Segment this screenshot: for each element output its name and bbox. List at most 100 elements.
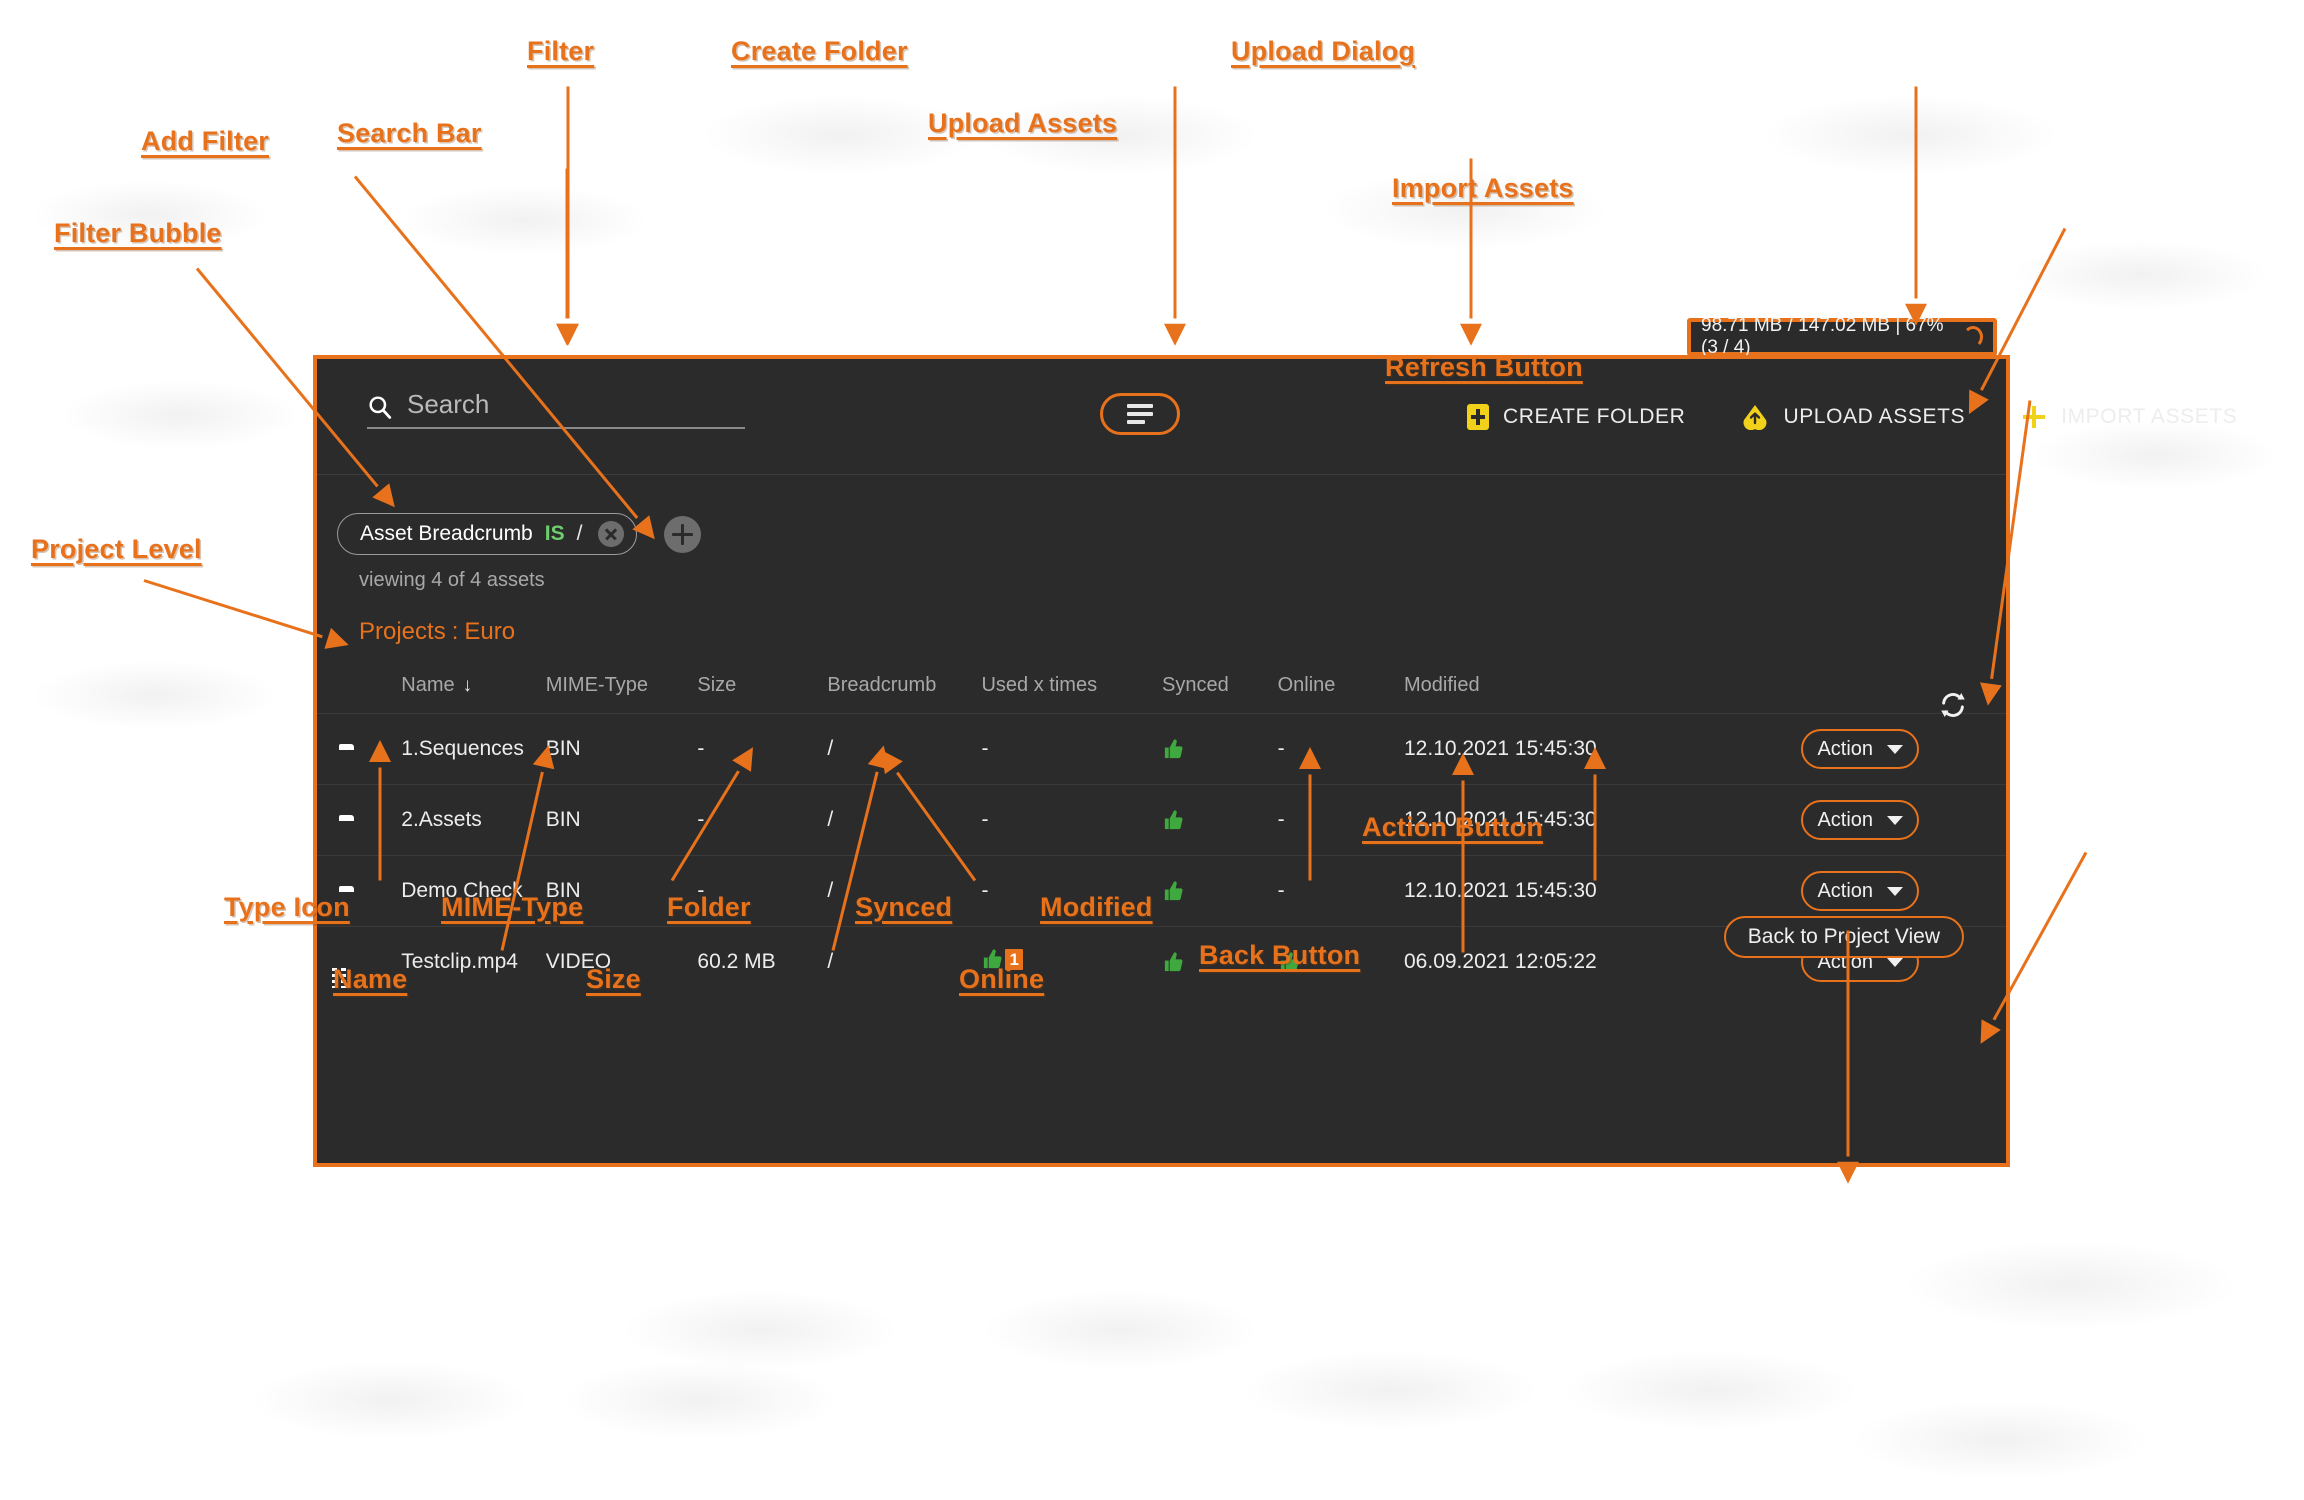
row-type-icon xyxy=(317,926,402,998)
back-to-project-view-button[interactable]: Back to Project View xyxy=(1723,915,1964,958)
bg-blob xyxy=(1760,95,2060,175)
row-size: 60.2 MB xyxy=(697,926,828,998)
upload-progress-text: 98.71 MB / 147.02 MB | 67% (3 / 4) xyxy=(1701,315,1944,358)
filter-bubble-value: / xyxy=(576,522,583,545)
create-folder-button[interactable]: CREATE FOLDER xyxy=(1467,404,1685,430)
back-button-label: Back to Project View xyxy=(1747,924,1940,948)
annotation-type-icon: Type Icon xyxy=(224,892,350,922)
import-assets-label: IMPORT ASSETS xyxy=(2061,405,2238,428)
row-action-cell: Action xyxy=(1801,713,2006,785)
row-breadcrumb: / xyxy=(827,713,982,785)
plus-icon xyxy=(2021,404,2047,430)
synced-indicator xyxy=(1162,737,1185,760)
thumbs-up-icon xyxy=(1164,952,1183,972)
col-size[interactable]: Size xyxy=(697,674,737,696)
action-button-label: Action xyxy=(1817,879,1874,902)
col-modified[interactable]: Modified xyxy=(1404,674,1480,696)
chevron-down-icon xyxy=(1887,886,1904,896)
folder-plus-icon xyxy=(1467,404,1489,430)
used-value: - xyxy=(981,808,989,831)
row-modified: 12.10.2021 15:45:30 xyxy=(1404,784,1802,856)
refresh-icon[interactable] xyxy=(1938,690,1968,720)
search-bar[interactable] xyxy=(367,389,745,429)
thumbs-up-icon xyxy=(1164,881,1183,901)
row-synced xyxy=(1162,784,1278,856)
used-count-badge: 1 xyxy=(1005,948,1023,970)
online-indicator xyxy=(1278,950,1301,973)
row-type-icon xyxy=(317,784,402,856)
upload-progress-dialog[interactable]: 98.71 MB / 147.02 MB | 67% (3 / 4) xyxy=(1687,315,1997,358)
annotation-arrowhead xyxy=(556,323,578,346)
viewing-count: viewing 4 of 4 assets xyxy=(359,569,545,591)
breadcrumb-current[interactable]: Euro xyxy=(464,618,516,645)
annotation-upload-dialog: Upload Dialog xyxy=(1231,36,1416,66)
action-button-label: Action xyxy=(1817,808,1874,831)
bg-blob xyxy=(2010,240,2270,310)
sort-desc-icon: ↓ xyxy=(462,675,473,696)
annotation-import-assets: Import Assets xyxy=(1392,173,1574,203)
col-used-x-times[interactable]: Used x times xyxy=(981,674,1098,696)
action-button[interactable]: Action xyxy=(1801,800,1920,840)
action-button[interactable]: Action xyxy=(1801,871,1920,911)
action-button[interactable]: Action xyxy=(1801,729,1920,769)
row-name[interactable]: Testclip.mp4 xyxy=(401,926,546,998)
filter-bubble[interactable]: Asset Breadcrumb IS / xyxy=(337,513,638,555)
row-online xyxy=(1277,926,1404,998)
row-synced xyxy=(1162,855,1278,927)
close-circle-icon[interactable] xyxy=(598,521,625,547)
row-mime-type: BIN xyxy=(545,713,698,785)
row-mime-type: VIDEO xyxy=(545,926,698,998)
row-type-icon xyxy=(317,713,402,785)
annotation-filter: Filter xyxy=(527,36,595,66)
row-online: - xyxy=(1277,855,1404,927)
breadcrumb[interactable]: Projects:Euro xyxy=(359,618,2006,646)
table-area: Name↓ MIME-Type Size Breadcrumb Used x t… xyxy=(317,664,2006,998)
annotation-leader-line xyxy=(566,86,570,318)
import-assets-button[interactable]: IMPORT ASSETS xyxy=(2021,404,2237,430)
row-name[interactable]: 1.Sequences xyxy=(401,713,546,785)
col-synced[interactable]: Synced xyxy=(1162,674,1229,696)
chevron-down-icon xyxy=(1887,744,1904,754)
annotation-leader-line xyxy=(1914,86,1918,298)
table-header-row: Name↓ MIME-Type Size Breadcrumb Used x t… xyxy=(317,664,2006,714)
used-value: - xyxy=(981,737,989,760)
filter-row: Asset Breadcrumb IS / viewing 4 of 4 ass… xyxy=(317,475,2006,646)
online-value: - xyxy=(1277,879,1285,902)
thumbs-up-icon xyxy=(1164,810,1183,830)
annotation-back-button: Back Button xyxy=(1199,940,1361,970)
breadcrumb-root[interactable]: Projects xyxy=(359,618,446,645)
upload-assets-button[interactable]: UPLOAD ASSETS xyxy=(1741,404,1965,430)
annotation-filter-bubble: Filter Bubble xyxy=(54,218,222,248)
annotation-name: Name xyxy=(333,964,408,994)
row-online: - xyxy=(1277,784,1404,856)
bg-blob xyxy=(60,380,300,450)
col-name[interactable]: Name↓ xyxy=(401,674,473,696)
toolbar-actions: CREATE FOLDER UPLOAD ASSETS IMPORT ASSET… xyxy=(1467,359,2293,475)
filter-bubble-field: Asset Breadcrumb xyxy=(360,522,533,545)
filter-button[interactable] xyxy=(1100,393,1180,435)
col-online[interactable]: Online xyxy=(1277,674,1336,696)
bg-blob xyxy=(560,1360,840,1440)
cloud-upload-icon xyxy=(1743,405,1767,430)
annotation-folder: Folder xyxy=(667,892,751,922)
col-mime-type[interactable]: MIME-Type xyxy=(545,674,648,696)
annotation-mime-type: MIME-Type xyxy=(441,892,584,922)
bg-blob xyxy=(400,185,650,255)
annotation-modified: Modified xyxy=(1040,892,1153,922)
row-modified: 12.10.2021 15:45:30 xyxy=(1404,713,1802,785)
col-action xyxy=(1801,664,2006,714)
annotation-leader-line xyxy=(1173,86,1177,318)
annotation-synced: Synced xyxy=(855,892,953,922)
used-indicator: 1 xyxy=(981,947,1023,971)
thumbs-up-icon xyxy=(1164,739,1183,759)
row-name[interactable]: 2.Assets xyxy=(401,784,546,856)
add-filter-button[interactable] xyxy=(663,515,701,553)
row-online: - xyxy=(1277,713,1404,785)
annotation-upload-assets: Upload Assets xyxy=(928,108,1118,138)
filter-lines-icon xyxy=(1127,404,1153,424)
col-breadcrumb[interactable]: Breadcrumb xyxy=(827,674,937,696)
bg-blob xyxy=(980,1290,1260,1370)
search-input[interactable] xyxy=(407,389,745,420)
